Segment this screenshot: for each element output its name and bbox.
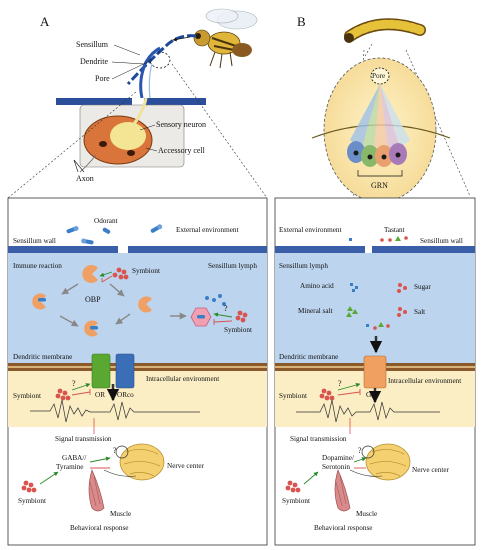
label-muscle-a: Muscle — [110, 510, 131, 518]
or-receptor — [91, 353, 111, 389]
label-muscle-b: Muscle — [356, 510, 377, 518]
symbiont-cluster-b2 — [285, 480, 301, 493]
label-odorant: Odorant — [94, 217, 118, 225]
sensillum-wall-b-left — [275, 246, 365, 253]
label-sensillum: Sensillum — [76, 40, 109, 49]
taste-pore — [370, 67, 390, 85]
label-symbiont-a4: Symbiont — [18, 497, 46, 505]
label-symbiont-a2: Symbiont — [224, 326, 252, 334]
label-sensillum-wall-a: Sensillum wall — [13, 237, 56, 245]
panel-a-letter: A — [40, 14, 50, 29]
label-dopamine: Dopamine/ — [322, 454, 354, 462]
label-pore: Pore — [95, 74, 110, 83]
panel-b-box: External environment Tastant Sensillum w… — [274, 197, 476, 546]
label-obp: OBP — [85, 295, 101, 304]
sensory-neuron — [110, 122, 146, 150]
label-immune-reaction: Immune reaction — [13, 262, 62, 270]
obp-proteins — [32, 265, 152, 337]
nerve-center-b — [365, 443, 411, 481]
muscle-b — [334, 468, 351, 512]
label-signal-transmission-b: Signal transmission — [290, 435, 347, 443]
label-intracellular-env-a: Intracellular environment — [146, 375, 219, 383]
tastant-molecules — [349, 236, 408, 242]
symbiont-cluster-a2 — [235, 310, 248, 323]
label-grn: GRN — [371, 181, 388, 190]
label-intracellular-env-b: Intracellular environment — [388, 377, 461, 385]
wasp-illustration — [193, 8, 258, 69]
obp-cycle-arrows — [59, 283, 131, 327]
label-question-a2: ? — [72, 379, 76, 388]
label-behavioral-response-a: Behavioral response — [70, 524, 128, 532]
antenna — [126, 34, 197, 86]
sensillum-lymph-a — [8, 253, 267, 363]
muscle-a — [88, 468, 105, 512]
label-gaba: GABA// — [62, 454, 86, 462]
label-pore-b: Pore — [372, 72, 385, 80]
label-mineral-salt: Mineral salt — [298, 307, 333, 315]
grn-fan — [347, 84, 410, 167]
ode-enzyme — [190, 294, 226, 327]
label-accessory-cell: Accessory cell — [158, 146, 206, 155]
label-question-b1: ? — [338, 379, 342, 388]
panel-a-top: A Sensil — [7, 8, 268, 199]
label-orco: ORco — [117, 391, 134, 399]
action-potential-a — [30, 399, 200, 423]
panel-b-top: B Pore GR — [297, 14, 471, 301]
label-sensillum-lymph-a: Sensillum lymph — [208, 262, 257, 270]
cuticle-bar — [56, 98, 206, 105]
label-tyramine: Tyramine — [56, 463, 83, 471]
label-question-a1: ? — [224, 304, 228, 313]
label-symbiont-b1: Symbiont — [279, 392, 307, 400]
label-nerve-center-a: Nerve center — [167, 462, 205, 470]
zoom-circle-a — [149, 51, 171, 69]
label-or: OR — [95, 391, 105, 399]
symbiont-cluster-a3 — [55, 388, 71, 401]
symbiont-cluster-a4 — [21, 480, 37, 493]
label-serotonin: Serotonin — [322, 463, 350, 471]
label-sensory-neuron: Sensory neuron — [156, 120, 206, 129]
sensillum-hair — [139, 46, 161, 99]
label-sensillum-lymph-b: Sensillum lymph — [279, 262, 328, 270]
label-symbiont-a3: Symbiont — [13, 392, 41, 400]
nerve-center-a — [119, 443, 165, 481]
amino-acid-icon — [350, 283, 358, 292]
label-dendrite: Dendrite — [80, 57, 108, 66]
symbiont-cluster-a1 — [112, 267, 129, 280]
label-axon: Axon — [76, 174, 94, 183]
sensillum-wall-a-right — [128, 246, 267, 253]
sugar-icon — [397, 283, 407, 293]
panel-a-box: Odorant External environment Sensillum w… — [7, 197, 268, 546]
label-question-b2: ? — [358, 446, 362, 455]
gr-receptor — [363, 355, 387, 389]
label-salt: Salt — [414, 308, 425, 316]
intracellular-a — [8, 371, 267, 427]
label-symbiont-b2: Symbiont — [282, 497, 310, 505]
label-sugar: Sugar — [414, 283, 431, 291]
caterpillar-illustration — [344, 18, 426, 43]
panel-b-letter: B — [297, 14, 306, 29]
label-nerve-center-b: Nerve center — [412, 466, 450, 474]
label-behavioral-response-b: Behavioral response — [314, 524, 372, 532]
zoom-guide-right — [171, 63, 268, 199]
label-external-env-a: External environment — [176, 226, 238, 234]
action-potential-b — [296, 399, 440, 423]
odorant-molecules — [66, 224, 163, 245]
mineral-salt-icon — [346, 306, 358, 317]
label-dendritic-membrane-b: Dendritic membrane — [279, 353, 338, 361]
symbiont-cluster-b1 — [319, 388, 335, 401]
label-signal-transmission-a: Signal transmission — [55, 435, 112, 443]
label-dendritic-membrane-a: Dendritic membrane — [13, 353, 72, 361]
sensillum-wall-b-right — [372, 246, 475, 253]
label-sensillum-wall-b: Sensillum wall — [420, 237, 463, 245]
label-tastant: Tastant — [384, 226, 405, 234]
label-amino-acid: Amino acid — [300, 282, 334, 290]
label-question-a3: ? — [113, 446, 117, 455]
label-external-env-b: External environment — [279, 226, 341, 234]
orco-receptor — [115, 353, 135, 389]
salt-icon — [397, 307, 407, 317]
tastant-mix — [366, 322, 390, 330]
sensillum-wall-a-left — [8, 246, 118, 253]
label-symbiont-a1: Symbiont — [132, 267, 160, 275]
